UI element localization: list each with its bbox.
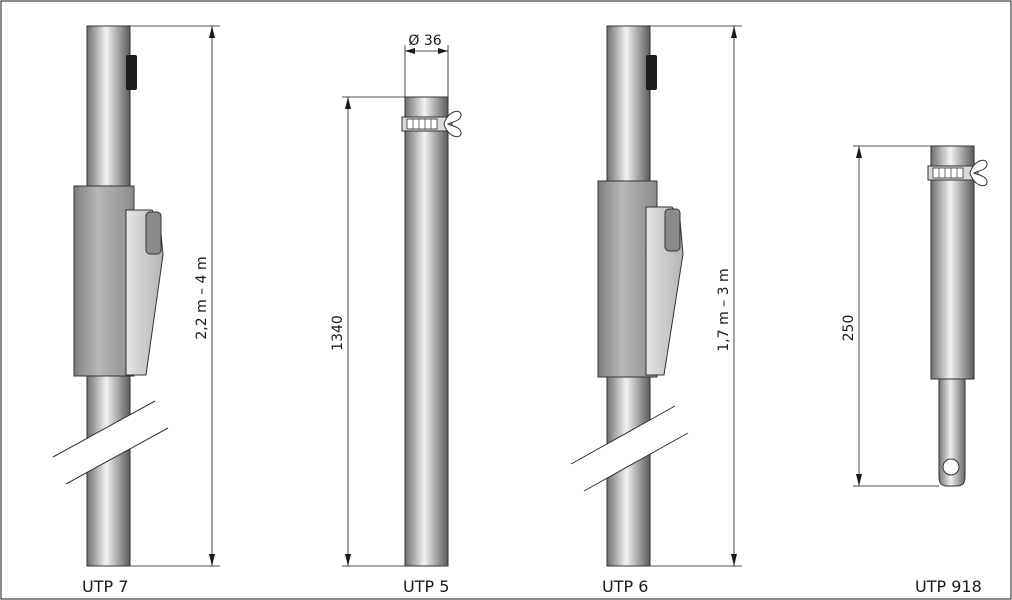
catch-button [646, 55, 657, 90]
arrow-head [345, 97, 351, 109]
arrow-head [345, 554, 351, 566]
pole-tube [930, 145, 975, 380]
lever-grip [145, 211, 162, 255]
pole-utp-5: Ø 36 1340 [330, 33, 462, 567]
pole-utp-6: 1,7 m – 3 m [570, 25, 742, 567]
arrow-head [405, 48, 415, 54]
length-label: 1340 [330, 315, 346, 351]
clamp-sleeve [73, 185, 135, 377]
length-label: 1,7 m – 3 m [716, 268, 732, 351]
product-name: UTP 6 [602, 577, 648, 596]
arrow-head [856, 474, 862, 486]
pole-utp-7: 2,2 m – 4 m [52, 25, 220, 567]
pole-tube [404, 96, 449, 567]
break-gap [53, 401, 168, 484]
arrow-head [438, 48, 448, 54]
product-name: UTP 918 [915, 577, 982, 596]
break-line [570, 405, 676, 465]
catch-button [126, 55, 137, 90]
wing-nut [969, 159, 988, 187]
screw-thread [406, 118, 438, 130]
lever-grip [664, 208, 681, 252]
arrow-head [731, 26, 737, 38]
arrow-head [856, 146, 862, 158]
pole-utp-918: 250 [841, 145, 988, 487]
diameter-label: Ø 36 [408, 33, 441, 49]
length-label: 2,2 m – 4 m [194, 256, 210, 339]
spigot [938, 378, 966, 487]
screw-thread [932, 167, 964, 179]
break-line [65, 427, 169, 485]
break-gap [571, 406, 688, 491]
spigot-hole [942, 458, 960, 476]
break-line [583, 432, 689, 492]
product-name: UTP 7 [82, 577, 128, 596]
product-name: UTP 5 [403, 577, 449, 596]
length-label: 250 [841, 315, 857, 342]
arrow-head [731, 554, 737, 566]
wing-nut [443, 110, 462, 138]
arrow-head [209, 554, 215, 566]
arrow-head [209, 26, 215, 38]
break-line [52, 400, 156, 458]
